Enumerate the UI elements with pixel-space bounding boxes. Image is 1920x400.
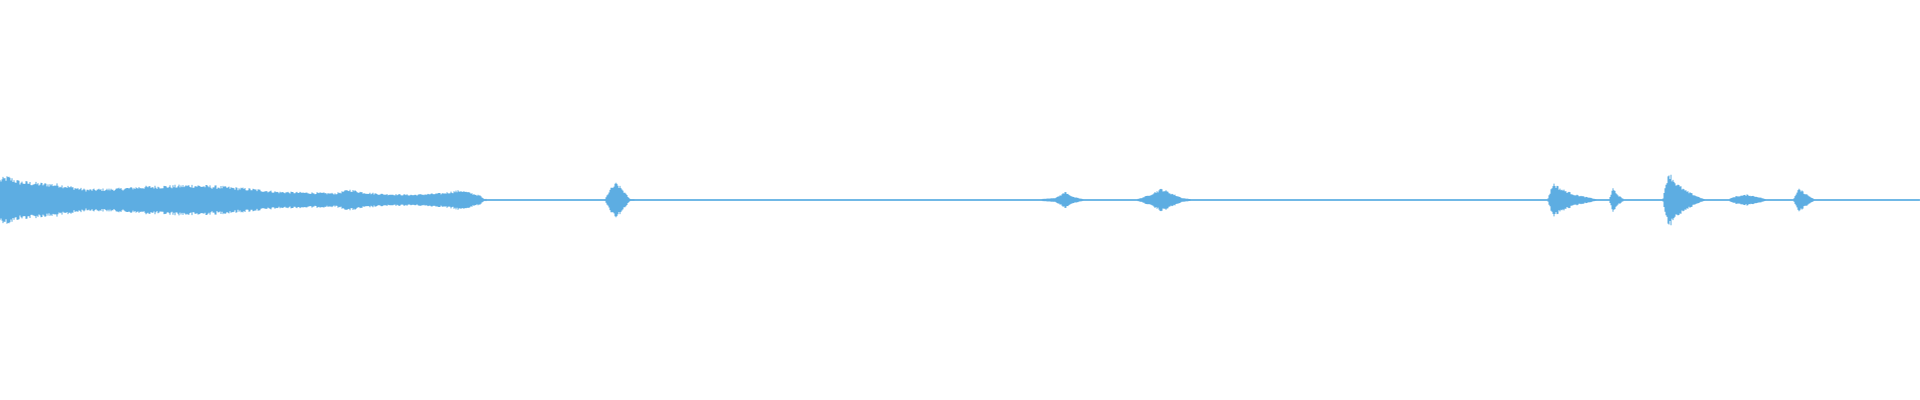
waveform-bars (0, 174, 1920, 226)
waveform-path (0, 174, 1920, 226)
